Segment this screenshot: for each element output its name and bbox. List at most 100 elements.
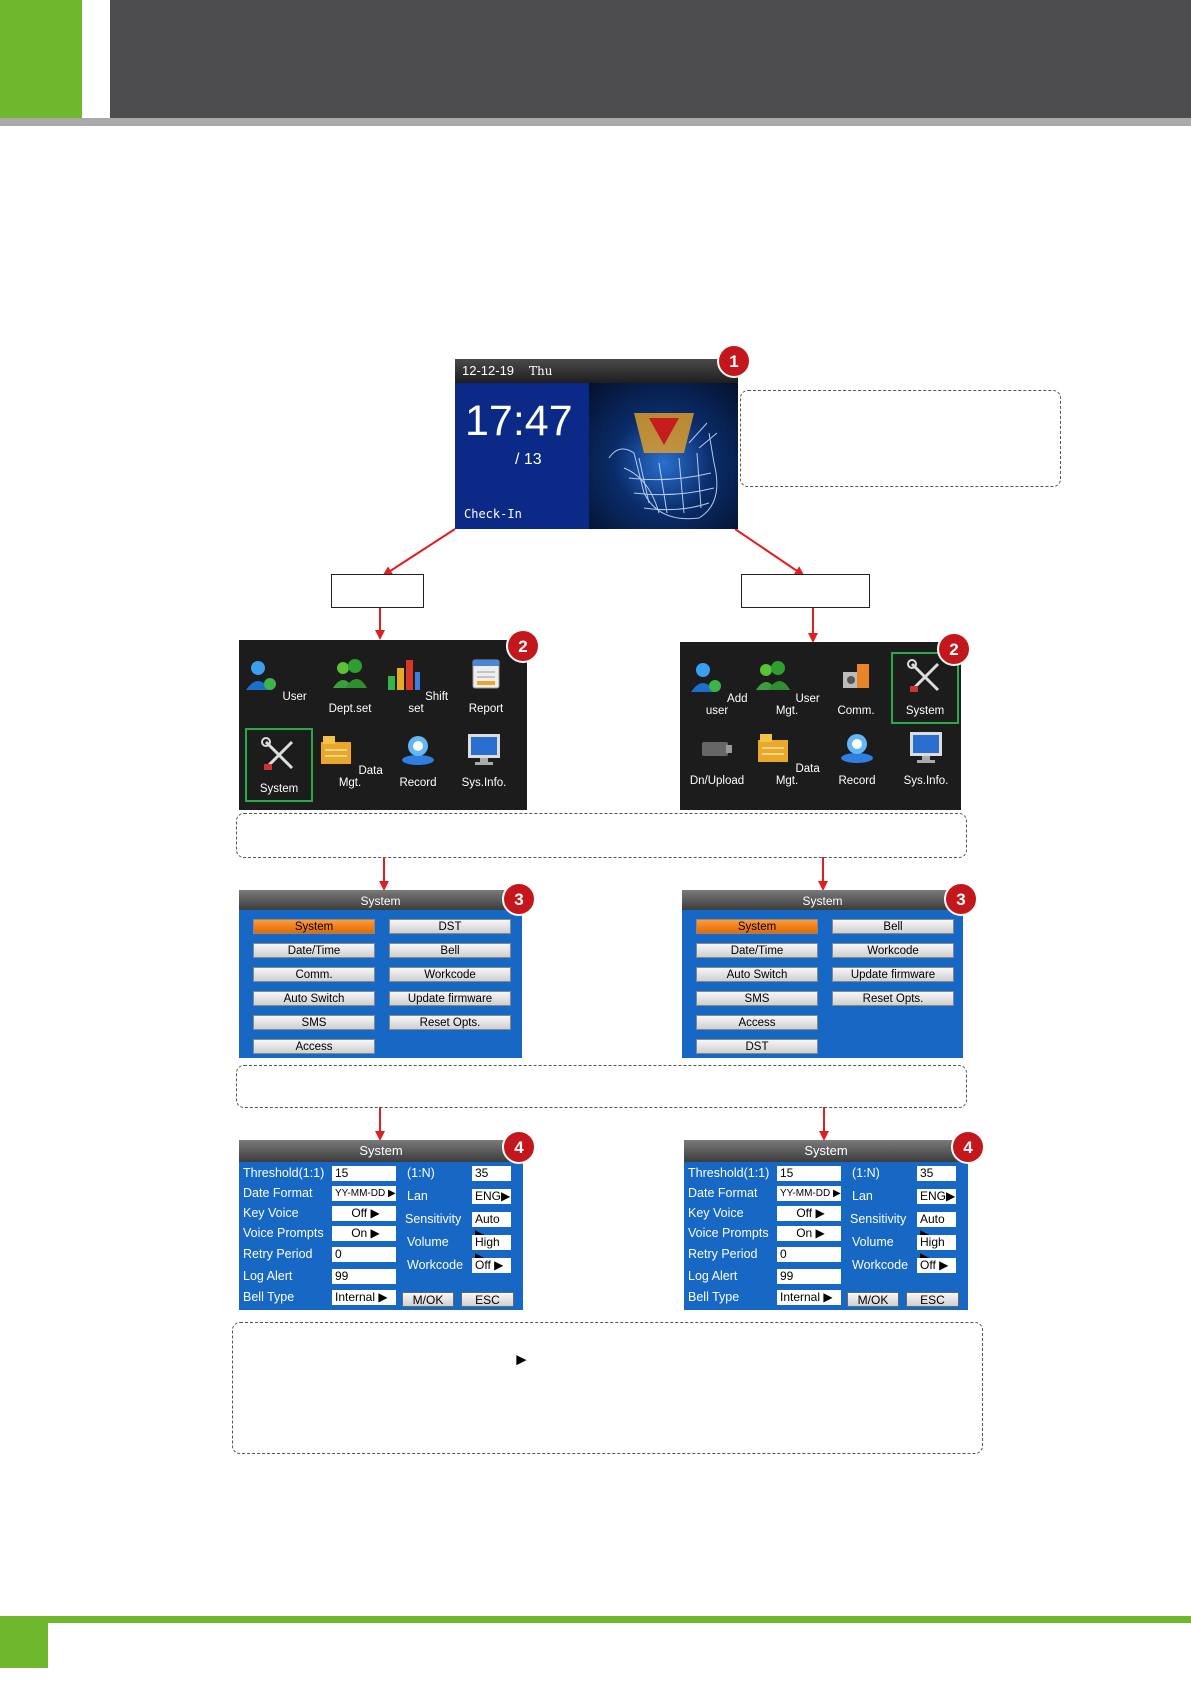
- setting-label: Retry Period: [243, 1247, 313, 1261]
- menu-item-label: User: [282, 691, 307, 703]
- retry-period-field[interactable]: 0: [332, 1247, 396, 1262]
- threshold-1n-field[interactable]: 35: [472, 1166, 511, 1181]
- date-format-select[interactable]: YY-MM-DD ▶: [332, 1186, 396, 1201]
- bell-type-select[interactable]: Internal ▶: [777, 1290, 841, 1305]
- monitor-icon: [910, 732, 942, 763]
- sys-option[interactable]: DST: [389, 919, 511, 934]
- sys-option[interactable]: DST: [696, 1039, 818, 1054]
- sys-option[interactable]: System: [696, 919, 818, 934]
- svg-text:2: 2: [949, 640, 958, 659]
- sys-option[interactable]: Bell: [832, 919, 954, 934]
- sys-option[interactable]: Auto Switch: [253, 991, 375, 1006]
- menu-item-report[interactable]: Report: [453, 656, 519, 715]
- voice-prompts-select[interactable]: On ▶: [777, 1226, 841, 1241]
- sys-option[interactable]: SMS: [253, 1015, 375, 1030]
- right-main-menu: Add user User Mgt. Comm. System Dn/Uploa…: [680, 642, 961, 810]
- menu-item-label: User Mgt.: [775, 693, 820, 717]
- menu-item-comm[interactable]: Comm.: [823, 658, 889, 717]
- menu-item-sys-info[interactable]: Sys.Info.: [893, 728, 959, 787]
- menu-item-shift-set[interactable]: Shift set: [383, 656, 449, 715]
- key-box-left: [331, 574, 424, 608]
- setting-label: Key Voice: [243, 1206, 299, 1220]
- svg-text:3: 3: [956, 890, 965, 909]
- sys-option[interactable]: System: [253, 919, 375, 934]
- menu-item-record[interactable]: Record: [824, 728, 890, 787]
- note-box-bottom: ►: [232, 1322, 983, 1454]
- menu-item-system[interactable]: System: [245, 728, 313, 802]
- select-value: Auto: [920, 1212, 945, 1226]
- sys-option[interactable]: Access: [253, 1039, 375, 1054]
- sys-option[interactable]: Access: [696, 1015, 818, 1030]
- menu-item-add-user[interactable]: Add user: [684, 658, 750, 717]
- tools-icon: [261, 737, 294, 770]
- right-settings-screen: System Threshold(1:1) Date Format Key Vo…: [684, 1140, 968, 1310]
- menu-item-label: Record: [838, 775, 876, 787]
- sensitivity-select[interactable]: Auto ▶: [917, 1212, 956, 1241]
- select-value: YY-MM-DD: [780, 1188, 831, 1199]
- setting-label: Bell Type: [688, 1290, 740, 1304]
- usb-drive-icon: [702, 742, 732, 756]
- workcode-select[interactable]: Off ▶: [917, 1258, 956, 1273]
- sys-option[interactable]: Reset Opts.: [389, 1015, 511, 1030]
- panel-title: System: [682, 890, 963, 910]
- add-user-icon: [691, 663, 722, 692]
- menu-item-sys-info[interactable]: Sys.Info.: [451, 730, 517, 789]
- right-system-menu: System System Date/Time Auto Switch SMS …: [682, 890, 963, 1058]
- menu-item-user[interactable]: User: [241, 656, 307, 703]
- setting-label: Voice Prompts: [243, 1226, 324, 1240]
- lan-select[interactable]: ENG▶: [472, 1189, 511, 1204]
- menu-item-label: Record: [399, 777, 437, 789]
- setting-label: Date Format: [688, 1186, 758, 1200]
- esc-button[interactable]: ESC: [461, 1292, 514, 1307]
- sys-option[interactable]: Bell: [389, 943, 511, 958]
- volume-select[interactable]: High ▶: [917, 1235, 956, 1264]
- mok-button[interactable]: M/OK: [402, 1292, 454, 1307]
- menu-item-dn-upload[interactable]: Dn/Upload: [684, 728, 750, 787]
- hand-icon: [608, 413, 718, 520]
- lan-select[interactable]: ENG▶: [917, 1189, 956, 1204]
- mok-button[interactable]: M/OK: [847, 1292, 899, 1307]
- date-label: 12-12-19: [462, 363, 515, 378]
- key-voice-select[interactable]: Off ▶: [777, 1206, 841, 1221]
- menu-item-record[interactable]: Record: [385, 730, 451, 789]
- user-icon: [246, 661, 277, 690]
- retry-period-field[interactable]: 0: [777, 1247, 841, 1262]
- log-alert-field[interactable]: 99: [332, 1269, 396, 1284]
- arrow-main-left: [382, 528, 456, 577]
- threshold-field[interactable]: 15: [777, 1166, 841, 1181]
- menu-item-data-mgt[interactable]: Data Mgt.: [317, 730, 383, 789]
- setting-label: Log Alert: [243, 1269, 293, 1283]
- badge-3-left-icon: 3: [502, 882, 536, 916]
- setting-label: (1:N): [852, 1166, 880, 1180]
- sys-option[interactable]: Date/Time: [253, 943, 375, 958]
- esc-button[interactable]: ESC: [906, 1292, 959, 1307]
- menu-item-dept-set[interactable]: Dept.set: [317, 656, 383, 715]
- sys-option[interactable]: Reset Opts.: [832, 991, 954, 1006]
- sys-option[interactable]: Date/Time: [696, 943, 818, 958]
- sys-option[interactable]: Update firmware: [832, 967, 954, 982]
- note-box-step2: [236, 813, 967, 858]
- threshold-field[interactable]: 15: [332, 1166, 396, 1181]
- date-format-select[interactable]: YY-MM-DD ▶: [777, 1186, 841, 1201]
- sys-option[interactable]: Auto Switch: [696, 967, 818, 982]
- key-voice-select[interactable]: Off ▶: [332, 1206, 396, 1221]
- bell-type-select[interactable]: Internal ▶: [332, 1290, 396, 1305]
- svg-text:1: 1: [729, 352, 738, 371]
- workcode-select[interactable]: Off ▶: [472, 1258, 511, 1273]
- log-alert-field[interactable]: 99: [777, 1269, 841, 1284]
- left-main-menu: User Dept.set Shift set Report System Da…: [239, 640, 527, 810]
- menu-item-data-mgt[interactable]: Data Mgt.: [754, 728, 820, 787]
- sensitivity-select[interactable]: Auto ▶: [472, 1212, 511, 1241]
- sys-option[interactable]: SMS: [696, 991, 818, 1006]
- menu-item-user-mgt[interactable]: User Mgt.: [754, 658, 820, 717]
- menu-item-system[interactable]: System: [891, 652, 959, 724]
- menu-item-label: Report: [468, 703, 504, 715]
- sys-option[interactable]: Workcode: [832, 943, 954, 958]
- threshold-1n-field[interactable]: 35: [917, 1166, 956, 1181]
- sys-option[interactable]: Workcode: [389, 967, 511, 982]
- sys-option[interactable]: Update firmware: [389, 991, 511, 1006]
- sys-option[interactable]: Comm.: [253, 967, 375, 982]
- voice-prompts-select[interactable]: On ▶: [332, 1226, 396, 1241]
- volume-select[interactable]: High ▶: [472, 1235, 511, 1264]
